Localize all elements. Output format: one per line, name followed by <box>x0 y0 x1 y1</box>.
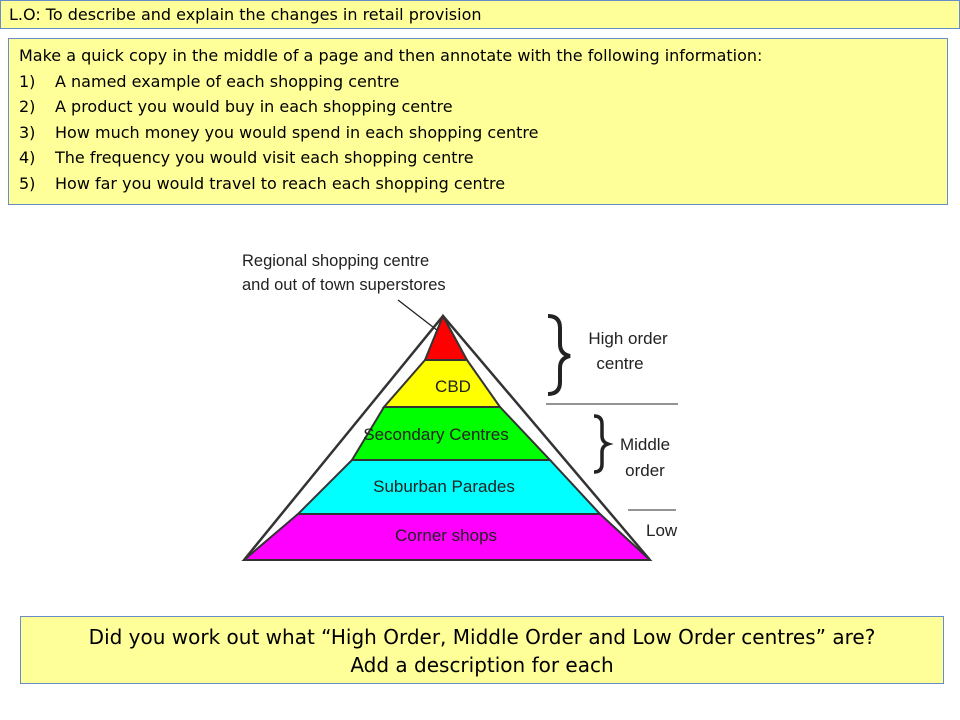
question-line-2: Add a description for each <box>350 653 614 677</box>
tier-label-corner-shops: Corner shops <box>395 526 497 545</box>
question-line-1: Did you work out what “High Order, Middl… <box>88 625 876 649</box>
task-item-text: The frequency you would visit each shopp… <box>55 148 474 167</box>
middle-order-label-line-1: Middle <box>620 435 670 454</box>
tier-label-suburban-parades: Suburban Parades <box>373 477 515 496</box>
task-item-text: A product you would buy in each shopping… <box>55 97 453 116</box>
question-box: Did you work out what “High Order, Middl… <box>20 616 944 684</box>
task-intro: Make a quick copy in the middle of a pag… <box>19 46 763 65</box>
high-order-label-line-2: centre <box>596 354 643 373</box>
task-item: 5) How far you would travel to reach each… <box>19 171 947 197</box>
callout-pointer-line <box>397 299 443 335</box>
callout-line-1: Regional shopping centre <box>242 252 429 270</box>
callout-line-2: and out of town superstores <box>242 276 446 294</box>
task-item-text: How much money you would spend in each s… <box>55 122 539 142</box>
retail-hierarchy-pyramid: Regional shopping centre and out of town… <box>241 252 678 561</box>
tier-label-secondary-centres: Secondary Centres <box>363 425 509 444</box>
task-item: 4) The frequency you would visit each sho… <box>19 145 947 171</box>
task-item-text: How far you would travel to reach each s… <box>55 173 506 193</box>
tier-label-cbd: CBD <box>435 377 471 396</box>
middle-order-brace <box>593 414 614 474</box>
task-list: 1) A named example of each shopping centr… <box>19 69 947 197</box>
low-order-label: Low <box>646 521 678 540</box>
task-item-number: 4) <box>19 148 36 167</box>
task-item: 3) How much money you would spend in each… <box>19 120 947 146</box>
high-order-label-line-1: High order <box>588 329 668 348</box>
pyramid-outline <box>243 314 651 561</box>
task-item: 1) A named example of each shopping centr… <box>19 69 947 95</box>
learning-objective-text: L.O: To describe and explain the changes… <box>9 5 482 24</box>
task-item: 2) A product you would buy in each shoppi… <box>19 94 947 120</box>
task-instructions-box: Make a quick copy in the middle of a pag… <box>8 38 948 205</box>
high-order-brace <box>547 314 571 396</box>
task-item-number: 1) <box>19 71 36 91</box>
task-item-number: 5) <box>19 173 36 193</box>
learning-objective-banner: L.O: To describe and explain the changes… <box>0 0 960 29</box>
task-item-text: A named example of each shopping centre <box>55 71 400 91</box>
middle-order-label-line-2: order <box>625 461 665 480</box>
task-item-number: 2) <box>19 97 36 116</box>
task-item-number: 3) <box>19 122 36 142</box>
